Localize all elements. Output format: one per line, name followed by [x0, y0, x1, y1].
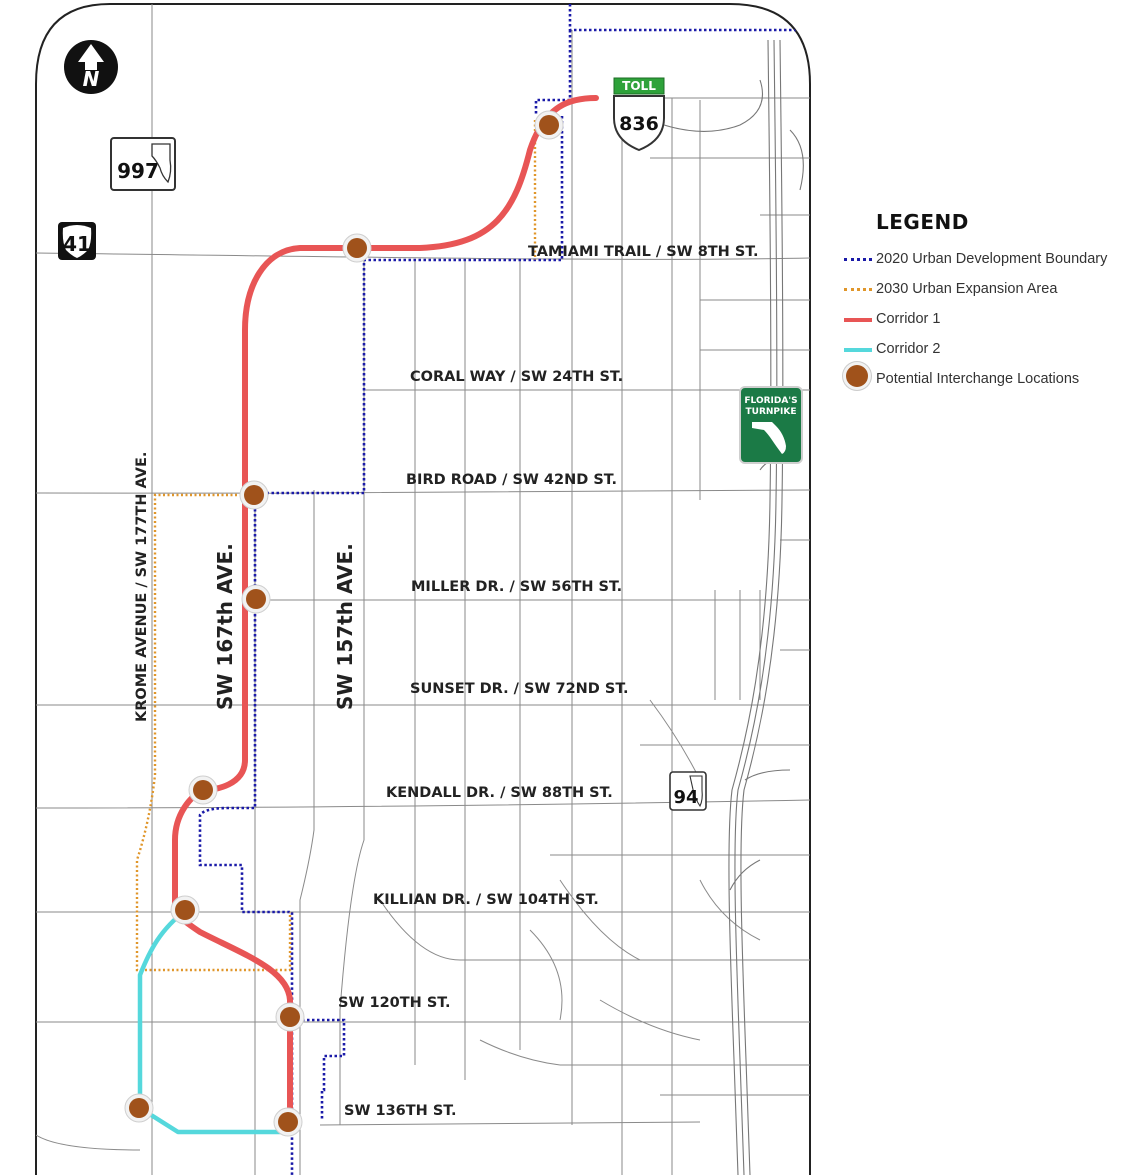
- label-sw-120th: SW 120TH ST.: [338, 995, 450, 1011]
- legend-item-interchange: Potential Interchange Locations: [842, 364, 1137, 394]
- interchange-marker[interactable]: [188, 775, 218, 805]
- svg-text:FLORIDA'S: FLORIDA'S: [744, 396, 797, 406]
- legend-item-expansion: 2030 Urban Expansion Area: [842, 274, 1137, 304]
- svg-text:N: N: [83, 67, 100, 91]
- us-41-shield-icon: 41: [58, 222, 96, 260]
- dotted-blue-line-icon: [842, 249, 876, 269]
- legend-label: Potential Interchange Locations: [876, 371, 1080, 387]
- dotted-orange-line-icon: [842, 279, 876, 299]
- legend-label: Corridor 1: [876, 311, 941, 327]
- interchange-marker[interactable]: [124, 1093, 154, 1123]
- interchange-marker[interactable]: [273, 1107, 303, 1137]
- corridor-2: [137, 908, 288, 1135]
- legend: LEGEND 2020 Urban Development Boundary 2…: [842, 210, 1137, 394]
- interchange-marker[interactable]: [275, 1002, 305, 1032]
- interchange-marker[interactable]: [342, 233, 372, 263]
- interchange-marker[interactable]: [239, 480, 269, 510]
- interchanges: [124, 110, 564, 1137]
- svg-text:TURNPIKE: TURNPIKE: [746, 407, 797, 417]
- label-kendall-drive: KENDALL DR. / SW 88TH ST.: [386, 785, 613, 801]
- interchange-marker[interactable]: [170, 895, 200, 925]
- label-sw-157th-ave: SW 157th AVE.: [333, 543, 357, 710]
- road-labels: TAMIAMI TRAIL / SW 8TH ST. CORAL WAY / S…: [134, 244, 759, 1119]
- sr-836-toll-shield-icon: TOLL 836: [613, 77, 665, 152]
- legend-item-corridor-2: Corridor 2: [842, 334, 1137, 364]
- legend-item-corridor-1: Corridor 1: [842, 304, 1137, 334]
- legend-label: 2020 Urban Development Boundary: [876, 251, 1108, 267]
- legend-item-udb: 2020 Urban Development Boundary: [842, 244, 1137, 274]
- svg-text:836: 836: [619, 113, 659, 135]
- label-sw-167th-ave: SW 167th AVE.: [213, 543, 237, 710]
- label-bird-road: BIRD ROAD / SW 42ND ST.: [406, 472, 617, 488]
- sr-997-shield-icon: 997: [110, 137, 176, 191]
- north-arrow-icon: N: [64, 40, 118, 94]
- red-line-icon: [842, 309, 876, 329]
- label-killian-drive: KILLIAN DR. / SW 104TH ST.: [373, 892, 599, 908]
- interchange-marker[interactable]: [241, 584, 271, 614]
- label-sunset-drive: SUNSET DR. / SW 72ND ST.: [410, 681, 629, 697]
- legend-label: 2030 Urban Expansion Area: [876, 281, 1058, 297]
- label-coral-way: CORAL WAY / SW 24TH ST.: [410, 369, 623, 385]
- label-sw-136th: SW 136TH ST.: [344, 1103, 456, 1119]
- turnpike-highway: [649, 39, 804, 1175]
- cyan-line-icon: [842, 339, 876, 359]
- interchange-marker[interactable]: [534, 110, 564, 140]
- florida-turnpike-shield-icon: FLORIDA'S TURNPIKE: [739, 386, 803, 464]
- urban-development-boundary: [198, 4, 810, 1175]
- legend-label: Corridor 2: [876, 341, 941, 357]
- svg-text:TOLL: TOLL: [622, 79, 656, 93]
- svg-text:94: 94: [673, 787, 698, 808]
- legend-title: LEGEND: [876, 210, 969, 234]
- svg-text:997: 997: [117, 159, 159, 183]
- corridor-1: [172, 95, 599, 1125]
- label-krome-avenue: KROME AVENUE / SW 177TH AVE.: [134, 452, 150, 722]
- interchange-circle-icon: [842, 365, 876, 389]
- map-frame: [35, 3, 811, 1175]
- sr-94-shield-icon: 94: [669, 771, 707, 811]
- label-miller-drive: MILLER DR. / SW 56TH ST.: [411, 579, 622, 595]
- label-tamiami-trail: TAMIAMI TRAIL / SW 8TH ST.: [528, 244, 759, 260]
- svg-text:41: 41: [63, 232, 91, 256]
